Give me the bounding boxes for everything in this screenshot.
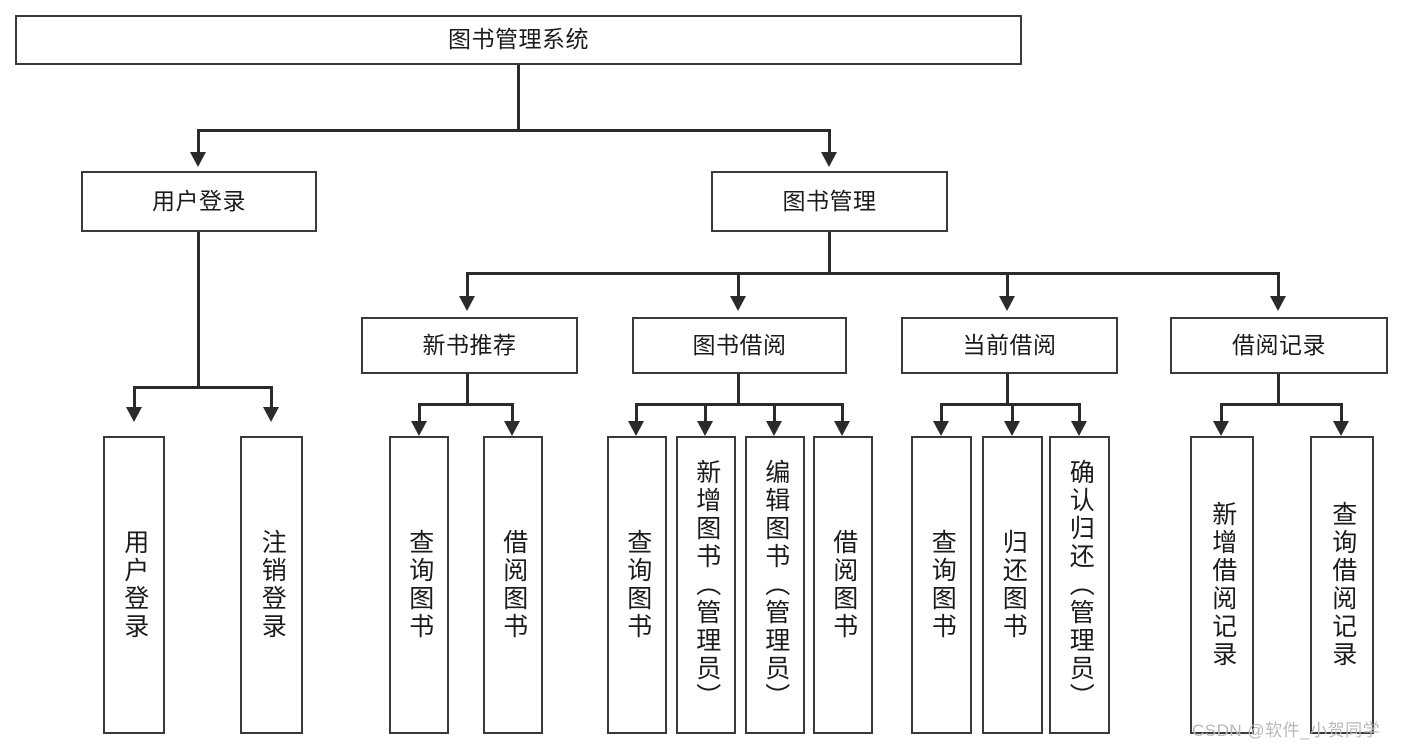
leaf-br-query-record[interactable]: 查询借阅记录 [1310,436,1374,734]
leaf-bb-add-book-admin[interactable]: 新增图书（管理员） [676,436,736,734]
arrow-to-book-borrow [730,296,746,311]
arrow-bb-leaf-4 [834,421,850,436]
node-label: 图书管理系统 [448,26,589,53]
edge-bb-to-leaf-4 [841,403,844,425]
node-book-management[interactable]: 图书管理 [711,171,948,232]
node-label: 图书管理 [782,187,877,214]
leaf-user-login-logout[interactable]: 注销登录 [240,436,303,734]
node-current-borrow[interactable]: 当前借阅 [901,317,1118,374]
edge-cb-to-leaf-3 [1078,403,1081,425]
node-new-book-recommend[interactable]: 新书推荐 [361,317,578,374]
node-label: 新增借阅记录 [1208,501,1237,669]
node-label: 借阅图书 [499,529,528,641]
edge-new-book-recommend-bus [418,403,513,406]
edge-user-login-bus [133,386,272,389]
arrow-nbr-leaf-1 [411,421,427,436]
node-label: 图书借阅 [692,331,787,358]
arrow-to-book-management [821,152,837,167]
node-label: 借阅记录 [1232,331,1326,358]
arrow-to-borrow-records [1270,296,1286,311]
node-label: 借阅图书 [829,529,858,641]
arrow-cb-leaf-3 [1071,421,1087,436]
edge-borrow-records-bus [1220,403,1342,406]
edge-level3-bus [466,272,1280,275]
edge-to-book-management [828,129,831,154]
edge-to-current-borrow [1006,272,1009,297]
arrow-user-login-leaf-2 [263,407,279,422]
node-label: 查询图书 [623,529,652,641]
leaf-cb-query-book[interactable]: 查询图书 [911,436,972,734]
arrow-nbr-leaf-2 [504,421,520,436]
csdn-watermark: CSDN @软件_小贺同学 [1192,721,1381,740]
node-label: 确认归还（管理员） [1066,459,1095,711]
node-label: 用户登录 [120,529,149,641]
arrow-to-user-login [190,152,206,167]
edge-current-borrow-bus [940,403,1080,406]
leaf-bb-query-book[interactable]: 查询图书 [607,436,667,734]
arrow-bb-leaf-2 [697,421,713,436]
node-label: 新书推荐 [422,331,517,358]
node-label: 查询借阅记录 [1328,501,1357,669]
arrow-to-new-book-recommend [459,296,475,311]
leaf-cb-return-book[interactable]: 归还图书 [982,436,1043,734]
edge-br-to-leaf-2 [1340,403,1343,425]
arrow-cb-leaf-2 [1004,421,1020,436]
node-label: 归还图书 [999,529,1028,641]
arrow-br-leaf-2 [1333,421,1349,436]
edge-new-book-recommend-trunk [466,374,469,404]
edge-to-borrow-records [1277,272,1280,297]
edge-current-borrow-trunk [1006,374,1009,404]
leaf-nbr-borrow-book[interactable]: 借阅图书 [483,436,543,734]
edge-user-login-to-leaf-1 [133,386,136,408]
node-label: 查询图书 [405,529,434,641]
leaf-bb-borrow-book[interactable]: 借阅图书 [813,436,873,734]
arrow-bb-leaf-1 [628,421,644,436]
edge-cb-to-leaf-1 [940,403,943,425]
edge-to-book-borrow [737,272,740,297]
node-label: 用户登录 [152,187,246,214]
node-label: 新增图书（管理员） [692,459,721,711]
leaf-bb-edit-book-admin[interactable]: 编辑图书（管理员） [745,436,805,734]
edge-root-trunk [517,65,520,130]
leaf-br-add-record[interactable]: 新增借阅记录 [1190,436,1254,734]
arrow-to-current-borrow [999,296,1015,311]
edge-borrow-records-trunk [1277,374,1280,404]
edge-cb-to-leaf-2 [1011,403,1014,425]
edge-to-user-login [197,129,200,154]
node-book-borrow[interactable]: 图书借阅 [632,317,847,374]
edge-nbr-to-leaf-1 [418,403,421,425]
edge-to-new-book-recommend [466,272,469,297]
node-user-login[interactable]: 用户登录 [81,171,317,232]
arrow-user-login-leaf-1 [126,407,142,422]
edge-bb-to-leaf-2 [704,403,707,425]
node-root-book-management-system[interactable]: 图书管理系统 [15,15,1022,65]
edge-br-to-leaf-1 [1220,403,1223,425]
edge-bb-to-leaf-3 [773,403,776,425]
edge-book-management-trunk [828,232,831,273]
node-label: 查询图书 [928,529,957,641]
edge-level2-bus [197,129,831,132]
edge-user-login-trunk [197,232,200,387]
edge-book-borrow-bus [635,403,844,406]
leaf-nbr-query-book[interactable]: 查询图书 [389,436,449,734]
edge-nbr-to-leaf-2 [511,403,514,425]
arrow-br-leaf-1 [1213,421,1229,436]
node-label: 编辑图书（管理员） [761,459,790,711]
edge-user-login-to-leaf-2 [270,386,273,408]
arrow-cb-leaf-1 [933,421,949,436]
arrow-bb-leaf-3 [766,421,782,436]
node-borrow-records[interactable]: 借阅记录 [1170,317,1388,374]
node-label: 当前借阅 [962,331,1057,358]
edge-bb-to-leaf-1 [635,403,638,425]
node-label: 注销登录 [258,529,287,641]
leaf-user-login-login[interactable]: 用户登录 [103,436,165,734]
leaf-cb-confirm-return-admin[interactable]: 确认归还（管理员） [1049,436,1110,734]
edge-book-borrow-trunk [737,374,740,404]
